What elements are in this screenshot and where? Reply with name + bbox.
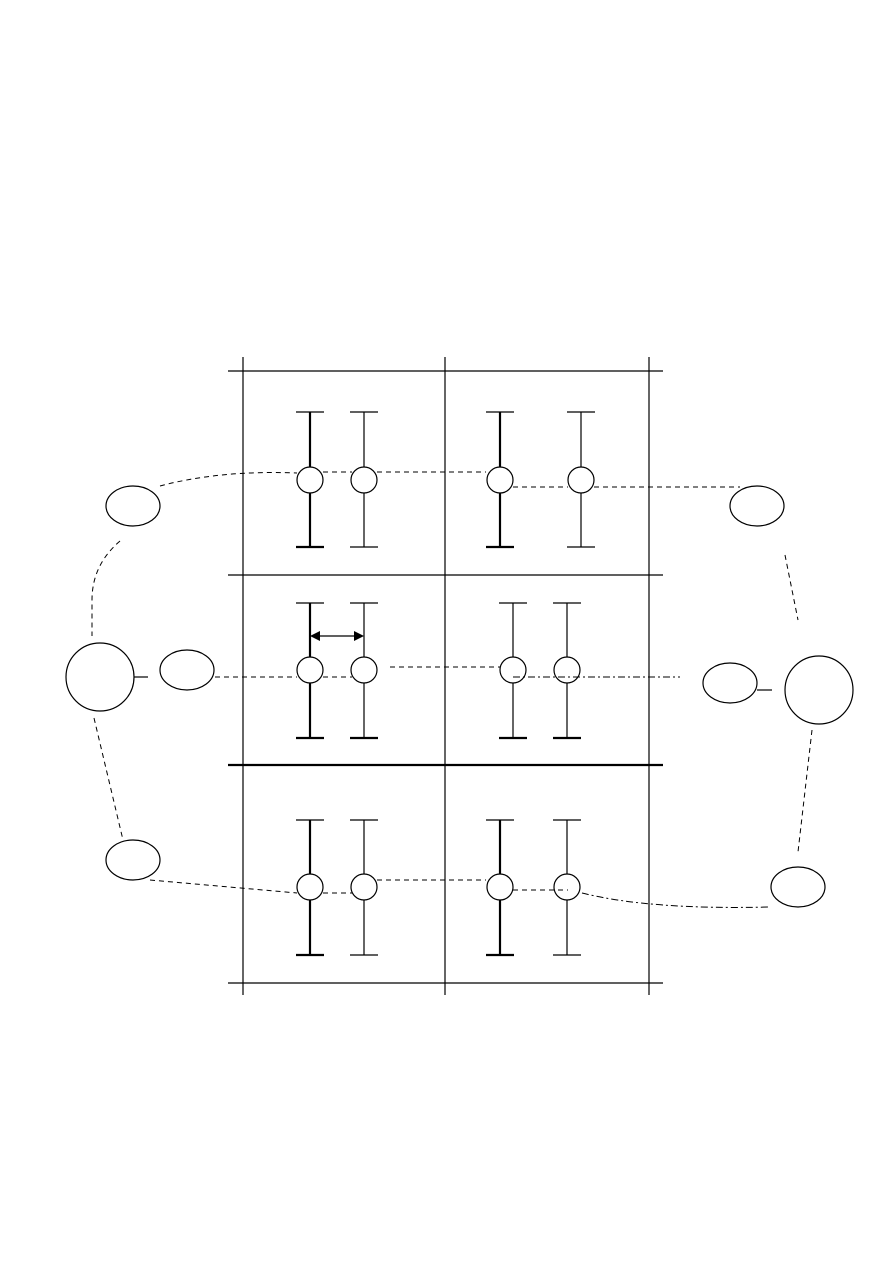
node-right-middle	[702, 662, 758, 704]
switch-symbol	[553, 602, 581, 740]
node-left-middle	[159, 649, 215, 691]
grid	[228, 357, 663, 995]
connection-line	[159, 472, 298, 487]
switch-symbol	[296, 411, 324, 549]
connections	[91, 471, 813, 908]
dimension-arrow	[310, 631, 364, 641]
switch-symbol	[296, 819, 324, 957]
joint-circle	[350, 656, 378, 684]
connection-line	[91, 540, 121, 636]
joint-circle	[296, 656, 324, 684]
joint-circle	[499, 656, 527, 684]
joint-circle	[296, 466, 324, 494]
switch-symbol	[486, 819, 514, 957]
joint-circle	[486, 873, 514, 901]
node-right-top	[729, 485, 785, 527]
joint-circle	[553, 656, 581, 684]
node-left-top	[105, 485, 161, 527]
connection-line	[93, 717, 124, 841]
joint-circle	[567, 466, 595, 494]
large-node-left	[65, 642, 135, 712]
joint-circle	[350, 466, 378, 494]
switch-symbol	[499, 602, 527, 740]
connection-line	[149, 879, 298, 894]
joint-circle	[553, 873, 581, 901]
node-right-bottom	[770, 866, 826, 908]
connection-line	[581, 892, 771, 908]
connection-line	[784, 554, 799, 621]
node-left-bottom	[105, 839, 161, 881]
switch-symbol	[486, 411, 514, 549]
joint-circle	[350, 873, 378, 901]
symbols	[296, 411, 595, 957]
joint-circle	[486, 466, 514, 494]
switch-symbol	[567, 411, 595, 548]
large-node-right	[784, 655, 854, 725]
switch-symbol	[296, 602, 324, 740]
switch-symbol	[350, 819, 378, 956]
nodes	[65, 485, 854, 908]
switch-symbol	[350, 411, 378, 548]
connection-line	[797, 729, 813, 853]
switch-symbol	[553, 819, 581, 956]
switch-symbol	[350, 602, 378, 740]
joint-circle	[296, 873, 324, 901]
